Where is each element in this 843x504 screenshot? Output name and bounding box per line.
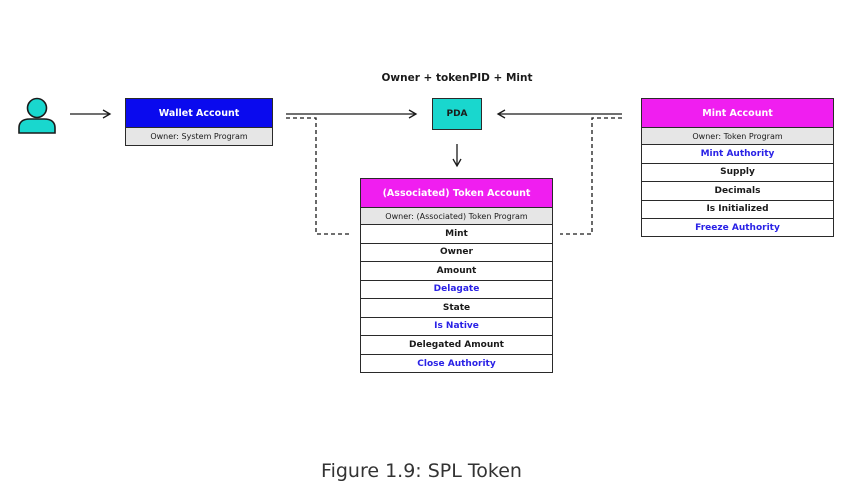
field-amount: Amount — [361, 262, 552, 281]
field-owner: Owner — [361, 244, 552, 262]
field-close-authority: Close Authority — [417, 358, 496, 369]
token-account-owner: Owner: (Associated) Token Program — [361, 208, 552, 225]
figure-caption: Figure 1.9: SPL Token — [321, 460, 522, 482]
mint-account-fields: Mint Authority Supply Decimals Is Initia… — [642, 145, 833, 238]
field-supply: Supply — [642, 164, 833, 182]
mint-account-box: Mint Account Owner: Token Program Mint A… — [641, 98, 834, 237]
mint-account-owner: Owner: Token Program — [642, 128, 833, 145]
pda-label: PDA — [446, 109, 468, 119]
field-mint: Mint — [361, 225, 552, 244]
pda-formula: Owner + tokenPID + Mint — [381, 72, 533, 84]
field-state: State — [361, 299, 552, 318]
field-freeze-authority: Freeze Authority — [695, 223, 780, 234]
field-delegated-amount: Delegated Amount — [361, 336, 552, 355]
wallet-account-box: Wallet Account Owner: System Program — [125, 98, 273, 146]
field-mint-authority: Mint Authority — [642, 145, 833, 164]
wallet-dashed-link — [286, 117, 350, 235]
wallet-account-owner: Owner: System Program — [126, 128, 272, 145]
mint-account-title: Mint Account — [642, 99, 833, 128]
token-account-fields: Mint Owner Amount Delagate State Is Nati… — [361, 225, 552, 373]
mint-dashed-link — [560, 117, 622, 235]
field-decimals: Decimals — [642, 182, 833, 201]
field-is-initialized: Is Initialized — [642, 201, 833, 219]
token-account-title: (Associated) Token Account — [361, 179, 552, 208]
token-account-box: (Associated) Token Account Owner: (Assoc… — [360, 178, 553, 373]
pda-box: PDA — [432, 98, 482, 130]
field-is-native: Is Native — [361, 318, 552, 336]
field-delegate: Delagate — [361, 281, 552, 299]
wallet-account-title: Wallet Account — [126, 99, 272, 128]
